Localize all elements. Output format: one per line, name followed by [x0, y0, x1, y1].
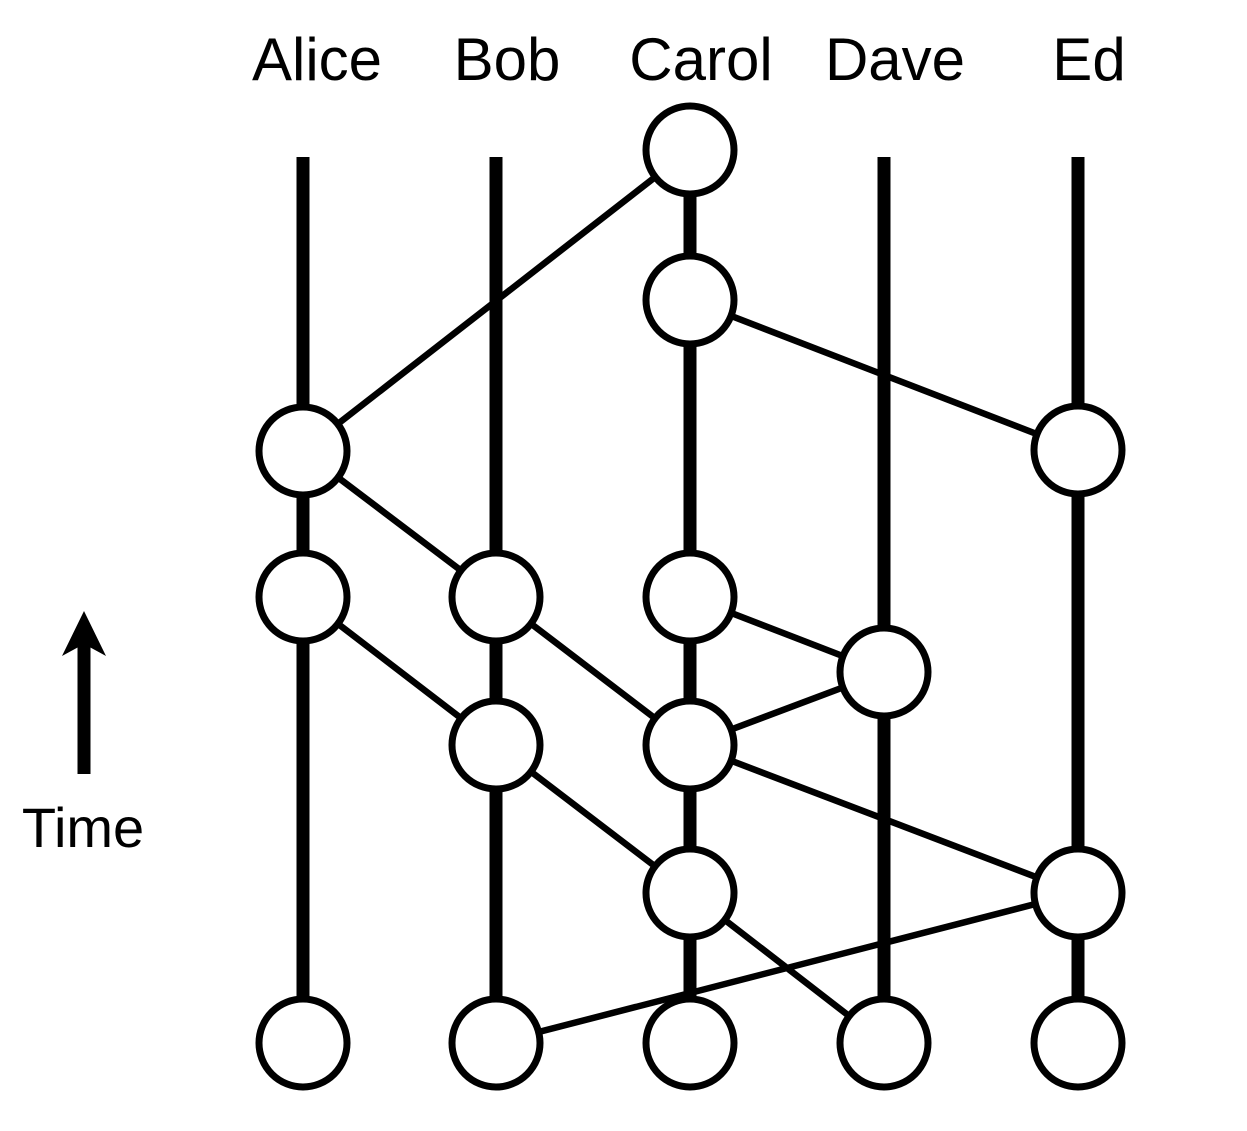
event-node-bob-2 [448, 697, 544, 793]
edge-carol-1-alice-1 [301, 147, 692, 454]
event-node-carol-1 [642, 102, 738, 198]
edge-carol-4-ed-2 [688, 741, 1080, 897]
participant-label-ed: Ed [1052, 26, 1126, 93]
event-node-bob-3 [448, 995, 544, 1091]
event-node-alice-1 [255, 403, 351, 499]
event-node-carol-3 [642, 549, 738, 645]
participant-label-carol: Carol [629, 26, 773, 93]
event-node-carol-4 [642, 697, 738, 793]
event-node-ed-3 [1030, 995, 1126, 1091]
event-node-carol-5 [642, 845, 738, 941]
edge-ed-2-bob-3 [495, 889, 1079, 1047]
participant-label-alice: Alice [251, 26, 383, 93]
event-node-carol-6 [642, 995, 738, 1091]
event-node-alice-2 [255, 549, 351, 645]
event-node-dave-2 [836, 995, 932, 1091]
participant-label-dave: Dave [824, 26, 966, 93]
time-axis-label: Time [21, 796, 145, 859]
event-node-bob-1 [448, 549, 544, 645]
event-node-dave-1 [836, 624, 932, 720]
event-node-ed-1 [1030, 402, 1126, 498]
time-arrow-head [62, 611, 106, 656]
participant-label-bob: Bob [453, 26, 561, 93]
event-node-alice-3 [255, 995, 351, 1091]
event-node-ed-2 [1030, 845, 1126, 941]
event-node-carol-2 [642, 252, 738, 348]
edge-carol-2-ed-1 [688, 296, 1080, 454]
